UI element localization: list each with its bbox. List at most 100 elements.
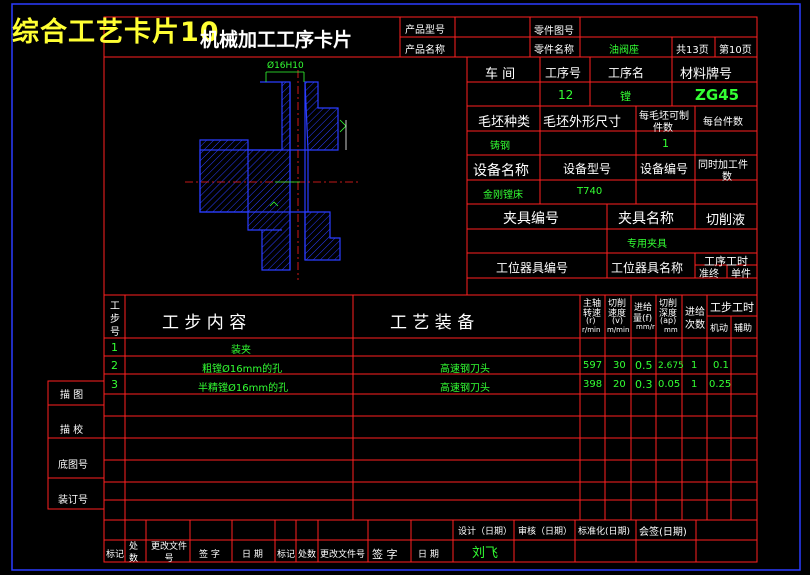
step-no: 2: [111, 359, 118, 372]
blank-size-label: 毛坯外形尺寸: [543, 115, 622, 130]
per-blank-value: 1: [662, 137, 669, 150]
process-name-label: 工序名: [608, 66, 645, 80]
equip-name-label: 设备名称: [473, 163, 529, 179]
aux-header: 辅助: [734, 324, 753, 334]
spindle-header-3: (r): [586, 316, 596, 325]
process-name-value: 镗: [620, 90, 631, 103]
per-blank-label-2: 件数: [653, 123, 673, 134]
design-label: 设计（日期）: [458, 527, 513, 537]
spindle-header-1: 主轴: [583, 299, 602, 309]
card-title: 机械加工工序卡片: [200, 29, 353, 51]
content-header: 工 步 内 容: [162, 313, 247, 333]
step-machine: 0.25: [709, 379, 732, 390]
side-label-base: 底图号: [58, 460, 88, 471]
feed-header-2: 量(f): [633, 314, 653, 324]
speed-header-3: (v): [612, 316, 623, 325]
depth-header-4: mm: [664, 326, 678, 334]
dimension-label: Ø16H10: [267, 61, 304, 71]
simul-label-2: 数: [722, 172, 732, 183]
step-speed: 30: [613, 360, 626, 371]
feed-header-1: 进给: [634, 303, 653, 313]
step-speed: 20: [613, 379, 626, 390]
equip-model-value: T740: [577, 186, 603, 197]
equip-no-label: 设备编号: [640, 162, 689, 176]
spindle-header-4: r/min: [582, 326, 601, 334]
product-model-label: 产品型号: [405, 25, 445, 36]
part-drawing-label: 零件图号: [534, 26, 574, 37]
footer-col-sign: 签 字: [199, 550, 220, 560]
step-no-header-3: 号: [110, 327, 120, 338]
total-pages: 共13页: [676, 45, 709, 56]
part-name-label: 零件名称: [534, 45, 574, 56]
passes-header-1: 进给: [685, 307, 705, 318]
step-equipment: 高速钢刀头: [440, 383, 490, 394]
overlay-title: 综合工艺卡片10: [12, 17, 220, 48]
equip-name-value: 金刚镗床: [483, 190, 523, 201]
spindle-header-2: 转速: [583, 309, 602, 319]
step-spindle: 398: [583, 379, 603, 390]
part-name-value: 油阀座: [609, 45, 639, 56]
side-label-check: 描 校: [60, 425, 84, 436]
side-label-trace: 描 图: [60, 390, 84, 401]
step-no: 3: [111, 378, 118, 391]
standard-label: 标准化(日期): [578, 527, 631, 537]
step-content: 半精镗Ø16mm的孔: [198, 383, 289, 394]
unit-label: 单件: [731, 269, 751, 280]
step-feed: 0.5: [635, 359, 653, 372]
per-unit-label: 每台件数: [703, 117, 743, 128]
station-no-label: 工位器具编号: [496, 261, 569, 275]
blank-type-label: 毛坯种类: [478, 115, 531, 130]
speed-header-4: m/min: [607, 326, 630, 334]
product-name-label: 产品名称: [405, 45, 445, 56]
designer-name: 刘飞: [472, 546, 499, 561]
footer-col-date: 日 期: [242, 550, 263, 560]
step-no-header-2: 步: [110, 314, 120, 325]
blank-type-value: 铸钢: [490, 141, 510, 152]
step-no-header-1: 工: [110, 301, 120, 312]
hours-header: 工步工时: [710, 301, 754, 314]
step-depth: 0.05: [658, 379, 681, 390]
footer-col-sign-2: 签 字: [372, 548, 398, 561]
step-feed: 0.3: [635, 378, 653, 391]
step-passes: 1: [691, 360, 698, 371]
step-passes: 1: [691, 379, 698, 390]
footer-col-mark-2: 标记: [277, 550, 296, 560]
coolant-label: 切削液: [706, 213, 746, 228]
per-blank-label-1: 每毛坯可制: [639, 111, 689, 122]
process-hours-label: 工序工时: [704, 255, 748, 268]
side-label-binding: 装订号: [58, 495, 88, 506]
station-name-label: 工位器具名称: [611, 261, 684, 275]
depth-header-2: 深度: [659, 309, 678, 319]
footer-col-count: 处数: [129, 542, 139, 564]
depth-header-3: (ap): [660, 316, 677, 325]
step-depth: 2.675: [658, 361, 684, 371]
footer-col-file-2: 更改文件号: [320, 550, 366, 560]
material-value: ZG45: [695, 86, 740, 104]
simul-label-1: 同时加工件: [698, 160, 748, 171]
depth-header-1: 切削: [659, 299, 678, 309]
feed-header-3: mm/r: [636, 323, 655, 331]
machine-header: 机动: [710, 324, 729, 334]
footer-col-file: 更改文件号: [150, 542, 187, 564]
fixture-no-label: 夹具编号: [503, 211, 559, 227]
page-number: 第10页: [719, 45, 752, 56]
footer-col-mark: 标记: [106, 550, 125, 560]
step-equipment: 高速钢刀头: [440, 364, 490, 375]
step-spindle: 597: [583, 360, 603, 371]
passes-header-2: 次数: [685, 320, 705, 331]
step-no: 1: [111, 341, 118, 354]
fixture-name-label: 夹具名称: [618, 211, 674, 227]
step-content: 装夹: [231, 345, 251, 356]
equipment-header: 工 艺 装 备: [390, 313, 475, 333]
process-no-label: 工序号: [545, 66, 582, 80]
step-content: 粗镗Ø16mm的孔: [202, 364, 283, 375]
equip-model-label: 设备型号: [563, 162, 612, 176]
workshop-label: 车 间: [485, 67, 516, 82]
prep-label: 准终: [699, 269, 719, 280]
footer-col-date-2: 日 期: [418, 550, 439, 560]
footer-col-count-2: 处数: [298, 550, 317, 560]
step-machine: 0.1: [713, 360, 729, 371]
speed-header-2: 速度: [608, 309, 627, 319]
fixture-name-value: 专用夹具: [627, 239, 667, 250]
